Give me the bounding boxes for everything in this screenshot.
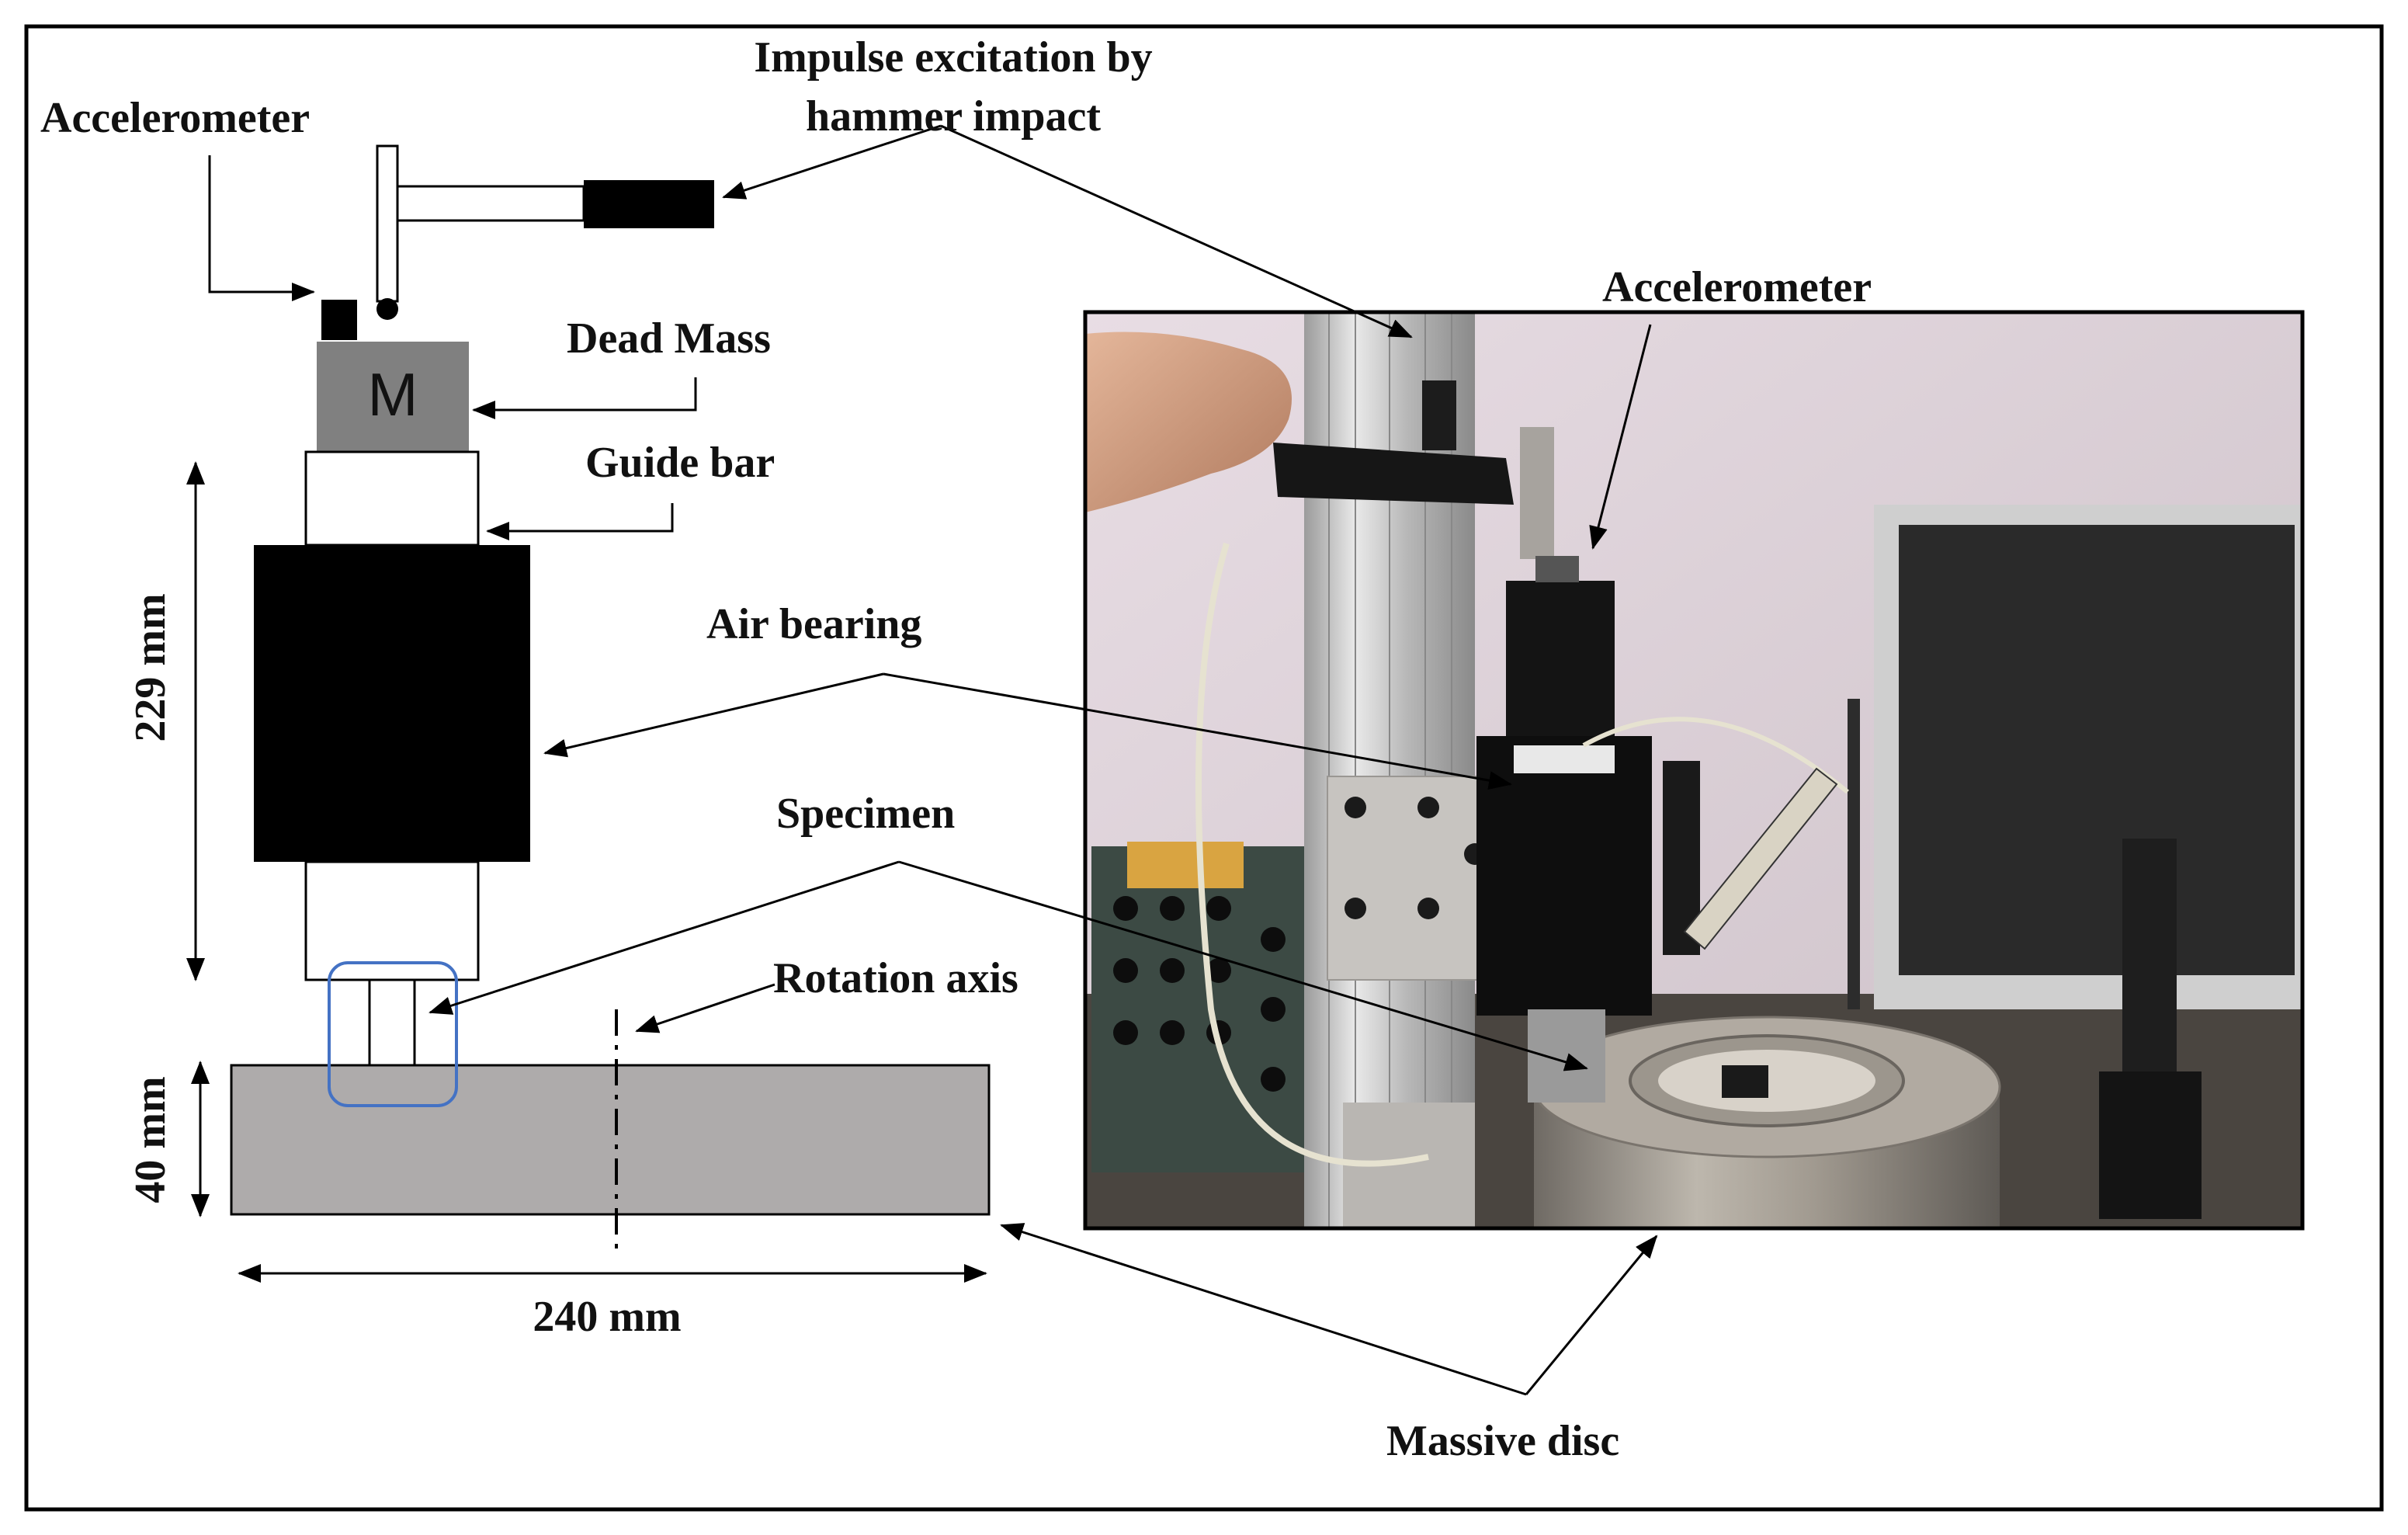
thickness-dimension-label: 40 mm (127, 1076, 175, 1203)
accelerometer-label-right: Accelerometer (1602, 263, 1872, 311)
massive-disc-leader-photo (1525, 1235, 1658, 1395)
air-bearing-block (254, 545, 530, 862)
photo-leaders (429, 124, 1658, 1396)
height-dimension-label: 229 mm (127, 593, 175, 741)
air-bearing-leader-photo (883, 672, 1512, 790)
guide-bar-lower (304, 860, 480, 981)
specimen-leader-photo (898, 860, 1588, 1071)
impulse-label-line1: Impulse excitation by (754, 33, 1152, 82)
mass-symbol: M (368, 360, 418, 429)
air-bearing-leader-schematic (543, 672, 884, 758)
specimen-label: Specimen (776, 790, 955, 838)
specimen (368, 978, 416, 1068)
rotation-axis-label: Rotation axis (773, 954, 1018, 1002)
accelerometer-leader (208, 155, 315, 301)
specimen-leader-schematic (429, 860, 900, 1015)
setup-photo (1083, 310, 2305, 1231)
guide-bar-upper (304, 450, 480, 547)
accelerometer-label-left: Accelerometer (40, 94, 310, 142)
dead-mass-leader (472, 377, 697, 419)
impulse-leader-photo (940, 124, 1413, 339)
massive-disc-leader-schematic (1000, 1223, 1527, 1396)
rotation-axis-leader (635, 983, 775, 1033)
massive-disc-block (230, 1064, 991, 1216)
width-dimension-label: 240 mm (533, 1293, 681, 1341)
dead-mass-block (317, 342, 469, 452)
schematic: M (186, 144, 991, 1283)
accelerometer-leader-photo (1589, 324, 1652, 550)
accelerometer-block (321, 300, 357, 340)
massive-disc-label: Massive disc (1386, 1417, 1619, 1465)
specimen-highlight (328, 961, 458, 1107)
hammer-icon (376, 144, 714, 320)
impulse-label-line2: hammer impact (806, 92, 1101, 141)
guide-bar-label: Guide bar (585, 439, 775, 487)
dead-mass-label: Dead Mass (567, 314, 771, 363)
guide-bar-leader (486, 503, 674, 540)
impulse-leader-schematic (722, 124, 942, 200)
air-bearing-label: Air bearing (706, 600, 921, 648)
